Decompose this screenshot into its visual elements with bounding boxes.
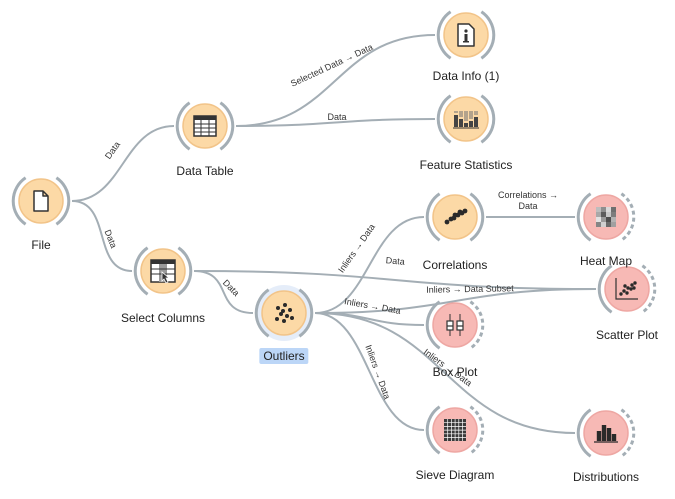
file-icon — [33, 190, 49, 212]
link-correlations-heatmap[interactable]: Correlations →Data — [486, 190, 575, 219]
node-file[interactable] — [11, 176, 71, 226]
node-heatmap[interactable] — [576, 192, 636, 242]
node-title-featstats[interactable]: Feature Statistics — [419, 158, 513, 172]
link-outliers-correlations[interactable]: Inliers → Data — [314, 216, 425, 314]
node-sieve[interactable] — [425, 405, 485, 455]
node-title-outliers[interactable]: Outliers — [259, 348, 309, 364]
node-correlations[interactable] — [425, 192, 485, 242]
link-curve[interactable] — [235, 34, 436, 127]
feature-statistics-icon — [453, 111, 479, 129]
link-selectcols-outliers[interactable]: Data — [193, 270, 254, 314]
link-label: Selected Data → Data — [289, 42, 374, 89]
node-selectcols[interactable] — [133, 246, 193, 296]
sieve-diagram-icon — [444, 419, 466, 441]
output-anchor[interactable] — [469, 192, 485, 242]
input-anchor[interactable] — [133, 246, 149, 296]
link-label: Inliers → Data Subset — [426, 283, 514, 295]
link-label: Inliers → Data — [336, 222, 377, 274]
link-curve[interactable] — [314, 288, 597, 314]
link-curve[interactable] — [193, 270, 254, 314]
link-label: Correlations →Data — [498, 190, 558, 211]
node-distributions[interactable] — [576, 408, 636, 458]
link-datatable-featstats[interactable]: Data — [235, 112, 436, 127]
link-curve[interactable] — [314, 312, 425, 431]
input-anchor[interactable] — [425, 405, 441, 455]
output-anchor[interactable] — [55, 176, 71, 226]
output-anchor[interactable] — [298, 288, 314, 338]
link-label-line: Data — [518, 201, 537, 211]
node-featstats[interactable] — [436, 94, 496, 144]
link-curve[interactable] — [235, 118, 436, 127]
link-curve[interactable] — [314, 312, 425, 326]
link-curve[interactable] — [193, 270, 597, 290]
outliers-icon — [275, 303, 294, 323]
link-outliers-sieve[interactable]: Inliers → Data — [314, 312, 425, 431]
input-anchor[interactable] — [436, 94, 452, 144]
node-body[interactable] — [432, 302, 478, 348]
node-title-scatter[interactable]: Scatter Plot — [595, 328, 659, 342]
input-anchor[interactable] — [425, 192, 441, 242]
link-file-selectcols[interactable]: Data — [71, 200, 133, 272]
node-title-selectcols[interactable]: Select Columns — [120, 311, 206, 325]
node-title-correlations[interactable]: Correlations — [422, 258, 488, 272]
input-anchor[interactable] — [576, 192, 592, 242]
link-file-datatable[interactable]: Data — [71, 125, 175, 202]
input-anchor[interactable] — [175, 101, 191, 151]
node-title-datatable[interactable]: Data Table — [176, 164, 234, 178]
table-icon — [193, 115, 217, 137]
node-boxplot[interactable] — [425, 300, 485, 350]
input-anchor[interactable] — [576, 408, 592, 458]
node-scatter[interactable] — [597, 264, 657, 314]
node-title-distributions[interactable]: Distributions — [572, 470, 640, 484]
output-anchor[interactable] — [177, 246, 193, 296]
info-icon — [457, 23, 475, 47]
output-anchor[interactable] — [219, 101, 235, 151]
node-title-sieve[interactable]: Sieve Diagram — [415, 468, 495, 482]
box-plot-icon — [446, 314, 464, 336]
node-title-file[interactable]: File — [31, 238, 51, 252]
correlations-icon — [444, 208, 468, 225]
output-anchor[interactable] — [480, 10, 496, 60]
node-title-datainfo[interactable]: Data Info (1) — [432, 69, 500, 83]
link-curve[interactable] — [71, 200, 133, 272]
link-selectcols-scatter[interactable]: Data — [193, 255, 597, 290]
input-anchor[interactable] — [254, 288, 270, 338]
node-title-heatmap[interactable]: Heat Map — [579, 254, 633, 268]
heat-map-icon — [596, 207, 616, 227]
link-curve[interactable] — [314, 216, 425, 314]
node-datainfo[interactable] — [436, 10, 496, 60]
scatter-plot-icon — [615, 278, 638, 300]
link-label: Data — [327, 112, 346, 122]
link-label-line: Correlations → — [498, 190, 558, 200]
link-curve[interactable] — [71, 125, 175, 202]
distributions-icon — [594, 425, 618, 443]
node-datatable[interactable] — [175, 101, 235, 151]
link-label: Data — [103, 140, 122, 161]
node-title-boxplot[interactable]: Box Plot — [432, 365, 478, 379]
link-label: Inliers → Data — [363, 343, 392, 400]
output-anchor[interactable] — [480, 94, 496, 144]
node-outliers[interactable] — [254, 285, 314, 341]
link-outliers-scatter[interactable]: Inliers → Data Subset — [314, 283, 597, 314]
input-anchor[interactable] — [597, 264, 613, 314]
select-columns-icon — [150, 259, 176, 284]
input-anchor[interactable] — [11, 176, 27, 226]
input-anchor[interactable] — [425, 300, 441, 350]
link-label: Data — [385, 255, 405, 267]
link-curve[interactable] — [314, 312, 576, 434]
node-body[interactable] — [261, 290, 307, 336]
input-anchor[interactable] — [436, 10, 452, 60]
